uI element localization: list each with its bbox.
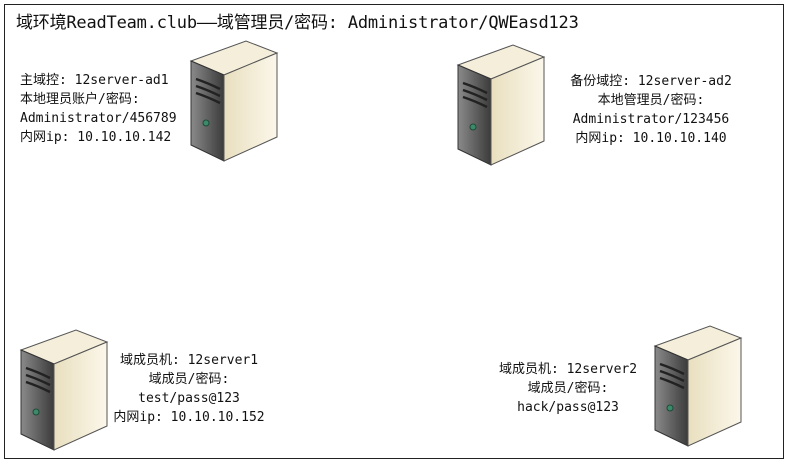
diagram-frame — [4, 4, 784, 459]
member-2-hostname: 域成员机: 12server2 — [498, 362, 638, 377]
member-1-label: 域成员机: 12server1 域成员/密码: test/pass@123 内网… — [100, 351, 278, 427]
member-1-ip: 内网ip: 10.10.10.152 — [113, 410, 265, 425]
diagram-title: 域环境ReadTeam.club——域管理员/密码: Administrator… — [16, 13, 579, 33]
backup-dc-ip: 内网ip: 10.10.10.140 — [575, 131, 727, 146]
backup-dc-hostname: 备份域控: 12server-ad2 — [570, 74, 732, 89]
primary-dc-account-caption: 本地理员账户/密码: — [20, 92, 140, 107]
member-1-account-caption: 域成员/密码: — [148, 372, 230, 387]
primary-dc-label: 主域控: 12server-ad1 本地理员账户/密码: Administrat… — [20, 71, 177, 147]
server-tower-icon — [455, 37, 547, 169]
member-2-account-caption: 域成员/密码: — [527, 381, 609, 396]
server-tower-icon — [652, 318, 744, 450]
primary-dc-credentials: Administrator/456789 — [20, 111, 177, 126]
backup-dc-account-caption: 本地管理员/密码: — [597, 93, 705, 108]
backup-dc-label: 备份域控: 12server-ad2 本地管理员/密码: Administrat… — [556, 72, 746, 148]
primary-dc-ip: 内网ip: 10.10.10.142 — [20, 130, 172, 145]
member-1-credentials: test/pass@123 — [138, 391, 240, 406]
backup-dc-credentials: Administrator/123456 — [572, 112, 730, 127]
server-tower-icon — [18, 322, 110, 454]
member-1-hostname: 域成员机: 12server1 — [119, 353, 259, 368]
server-tower-icon — [188, 33, 280, 165]
member-2-credentials: hack/pass@123 — [517, 400, 619, 415]
member-2-label: 域成员机: 12server2 域成员/密码: hack/pass@123 — [488, 360, 648, 417]
primary-dc-hostname: 主域控: 12server-ad1 — [20, 73, 169, 88]
